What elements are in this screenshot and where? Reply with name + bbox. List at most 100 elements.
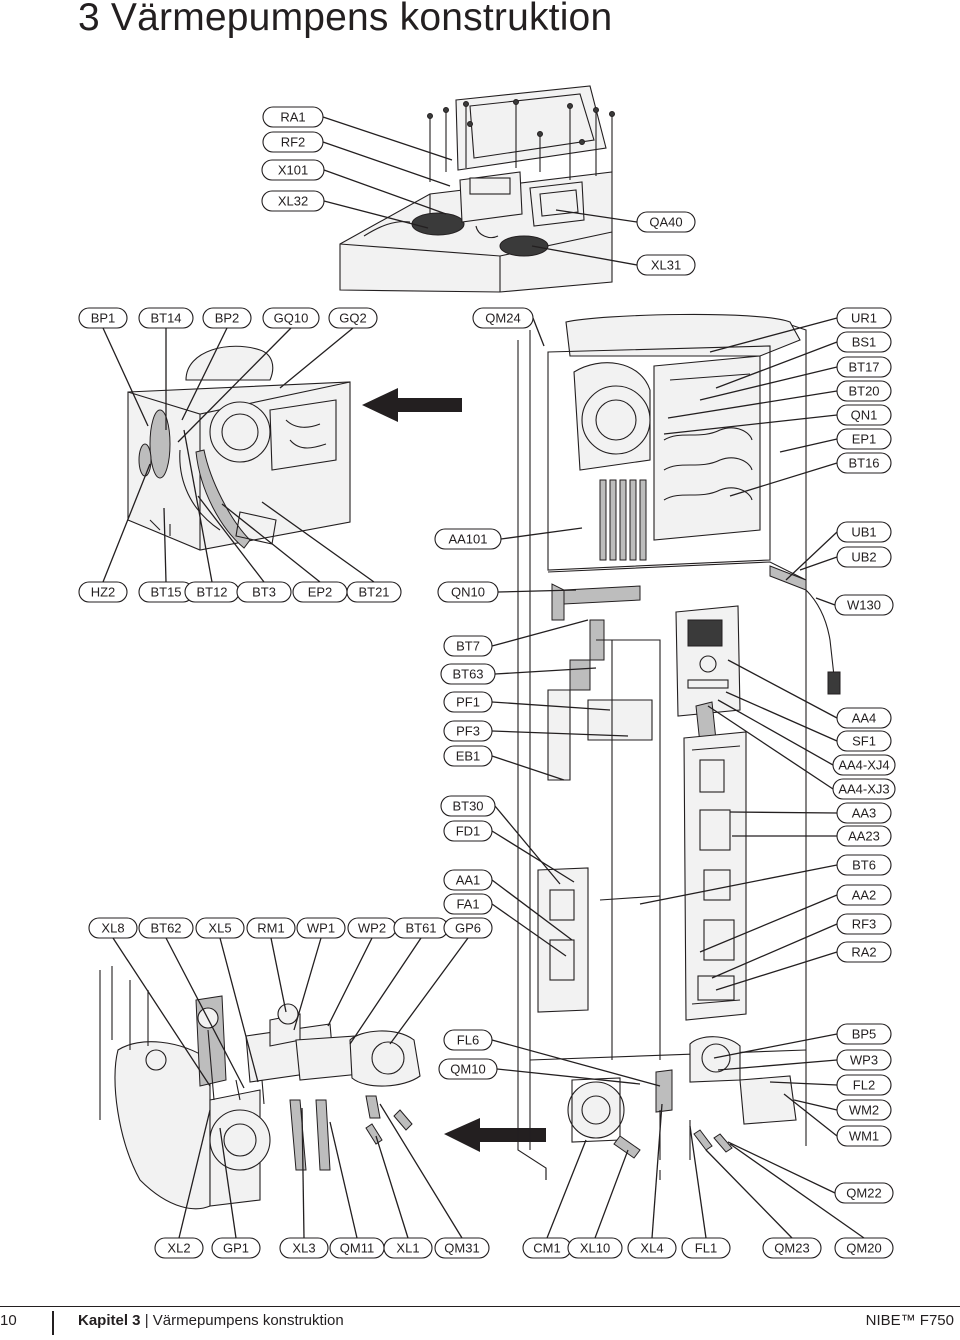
label-box (762, 1237, 822, 1259)
label-box (834, 1182, 894, 1204)
label-gp1: GP1 (211, 1237, 261, 1259)
leader-line-ep1 (779, 438, 838, 453)
label-text: XL3 (292, 1241, 315, 1256)
label-text: WP2 (358, 921, 386, 936)
label-text: QM23 (774, 1241, 809, 1256)
label-fl1: FL1 (681, 1237, 731, 1259)
label-box (261, 159, 325, 181)
label-text: EB1 (456, 749, 481, 764)
label-box (836, 404, 892, 426)
label-xl10: XL10 (567, 1237, 623, 1259)
label-xl2: XL2 (154, 1237, 204, 1259)
main-cabinet-drawing (517, 313, 841, 1180)
leader-line-fl2 (769, 1081, 838, 1086)
label-text: QM24 (485, 311, 520, 326)
leader-line-aa2 (699, 894, 838, 953)
label-box (138, 917, 194, 939)
label-gq2: GQ2 (328, 307, 378, 329)
leader-line-bt6 (639, 864, 838, 905)
label-text: BT3 (252, 585, 276, 600)
label-box (440, 663, 496, 685)
leader-line-cm1 (546, 1139, 587, 1239)
leader-line-qm22 (727, 1141, 836, 1194)
label-text: QM20 (846, 1241, 881, 1256)
label-bt30: BT30 (440, 795, 496, 817)
footer-separator (52, 1311, 54, 1335)
label-text: HZ2 (91, 585, 116, 600)
label-text: GP6 (455, 921, 481, 936)
heat-pump-illustration (99, 85, 841, 1210)
pump-module-drawing (99, 966, 421, 1210)
leader-line-bp2 (181, 327, 228, 421)
label-box (443, 1029, 493, 1051)
label-text: BT14 (150, 311, 181, 326)
label-fd1: FD1 (443, 820, 493, 842)
label-text: BT61 (405, 921, 436, 936)
label-box (437, 581, 499, 603)
label-box (836, 1099, 892, 1121)
label-box (636, 254, 696, 276)
label-text: PF1 (456, 695, 480, 710)
leader-line-qm20 (729, 1143, 865, 1239)
label-box (836, 884, 892, 906)
label-ep2: EP2 (292, 581, 348, 603)
leader-line-xl10 (594, 1149, 629, 1239)
leader-line-bt61 (349, 937, 422, 1045)
label-text: BS1 (852, 335, 877, 350)
label-text: RF2 (281, 135, 306, 150)
leader-line-bt3 (197, 495, 265, 583)
label-box (438, 1058, 498, 1080)
label-qn10: QN10 (437, 581, 499, 603)
label-box (440, 795, 496, 817)
label-gq10: GQ10 (262, 307, 320, 329)
label-xl1: XL1 (383, 1237, 433, 1259)
label-rm1: RM1 (246, 917, 296, 939)
label-box (627, 1237, 677, 1259)
label-box (472, 307, 534, 329)
label-text: AA4-XJ4 (838, 758, 889, 773)
label-bt12: BT12 (184, 581, 240, 603)
label-box (138, 307, 194, 329)
leader-line-bt17 (699, 366, 838, 401)
label-text: XL8 (101, 921, 124, 936)
label-box (383, 1237, 433, 1259)
label-qm24: QM24 (472, 307, 534, 329)
label-text: SF1 (852, 734, 876, 749)
label-text: RF3 (852, 917, 877, 932)
leader-line-rf2 (322, 141, 451, 187)
label-bp2: BP2 (202, 307, 252, 329)
label-hz2: HZ2 (78, 581, 128, 603)
leader-line-rm1 (270, 937, 287, 1013)
label-sf1: SF1 (836, 730, 892, 752)
label-box (296, 917, 346, 939)
leader-line-fd1 (491, 830, 575, 883)
label-xl31: XL31 (636, 254, 696, 276)
label-text: FL2 (853, 1078, 875, 1093)
label-text: AA4 (852, 711, 877, 726)
label-gp6: GP6 (443, 917, 493, 939)
label-xl3: XL3 (279, 1237, 329, 1259)
label-box (836, 521, 892, 543)
leader-line-xl3 (301, 1107, 305, 1239)
label-pf1: PF1 (443, 691, 493, 713)
label-text: BT21 (358, 585, 389, 600)
label-xl5: XL5 (195, 917, 245, 939)
page-title: 3 Värmepumpens konstruktion (78, 0, 613, 39)
label-box (832, 754, 896, 776)
leader-line-xl2 (178, 1109, 211, 1239)
label-box (836, 854, 892, 876)
compressor-module-drawing (127, 345, 351, 551)
top-cover-drawing (339, 85, 615, 293)
label-text: RA2 (851, 945, 876, 960)
label-box (261, 190, 325, 212)
leader-line-bt15 (163, 507, 167, 583)
label-text: QN10 (451, 585, 485, 600)
label-box (434, 1237, 490, 1259)
label-text: QM10 (450, 1062, 485, 1077)
leader-line-hz2 (102, 463, 151, 583)
leader-line-aa3 (729, 811, 838, 814)
label-text: QM11 (340, 1241, 374, 1256)
leader-line-xl31 (531, 245, 638, 266)
leader-line-bt30 (494, 805, 561, 885)
label-box (195, 917, 245, 939)
